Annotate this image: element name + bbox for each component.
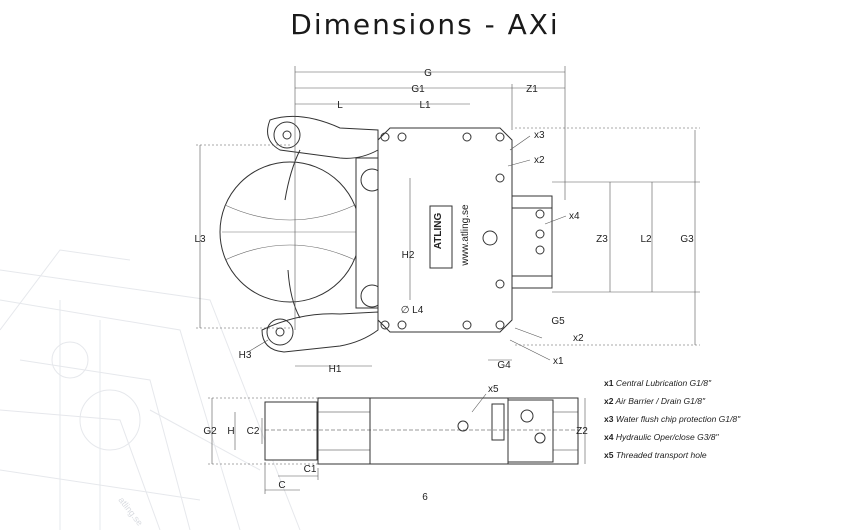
dim-c2: C2 — [247, 426, 260, 437]
dim-g: G — [424, 68, 432, 79]
legend-text: Threaded transport hole — [615, 450, 707, 460]
legend-code: x2 — [604, 396, 614, 406]
dim-c1: C1 — [304, 464, 317, 475]
callout-x5: x5 — [488, 384, 499, 395]
side-view-dimension-lines — [208, 393, 586, 494]
legend-text: Water flush chip protection G1/8" — [615, 414, 741, 424]
dim-h3: H3 — [239, 350, 252, 361]
legend-text: Hydraulic Oper/close G3/8" — [615, 432, 719, 442]
dim-z3: Z3 — [596, 234, 608, 245]
callout-x4: x4 — [569, 211, 580, 222]
legend-code: x3 — [604, 414, 614, 424]
top-view-callout-lines — [247, 135, 567, 361]
dim-l2: L2 — [640, 234, 652, 245]
dim-l1: L1 — [419, 100, 431, 111]
legend-code: x4 — [604, 432, 614, 442]
legend-item: x2 Air Barrier / Drain G1/8" — [604, 396, 740, 414]
dim-g3: G3 — [680, 234, 694, 245]
callout-x2-top: x2 — [534, 155, 545, 166]
background-watermark — [0, 249, 301, 530]
callout-x3: x3 — [534, 130, 545, 141]
dim-g1: G1 — [411, 84, 425, 95]
dim-g5: G5 — [551, 316, 565, 327]
dim-l: L — [337, 100, 343, 111]
page-number: 6 — [422, 492, 428, 503]
brand-logo-text: ATLING — [433, 213, 444, 250]
dim-c: C — [278, 480, 285, 491]
legend-code: x5 — [604, 450, 614, 460]
legend-text: Air Barrier / Drain G1/8" — [615, 396, 705, 406]
page-title: Dimensions - AXi — [290, 8, 560, 41]
dim-l3: L3 — [194, 234, 206, 245]
top-view-dimension-lines — [196, 66, 700, 367]
port-legend: x1 Central Lubrication G1/8" x2 Air Barr… — [604, 378, 740, 468]
legend-item: x3 Water flush chip protection G1/8" — [604, 414, 740, 432]
legend-text: Central Lubrication G1/8" — [615, 378, 711, 388]
legend-item: x1 Central Lubrication G1/8" — [604, 378, 740, 396]
dim-h1: H1 — [329, 364, 342, 375]
dim-g2: G2 — [203, 426, 217, 437]
dim-h-side: H — [227, 426, 234, 437]
legend-item: x5 Threaded transport hole — [604, 450, 740, 468]
dim-z1: Z1 — [526, 84, 538, 95]
callout-x2-bottom: x2 — [573, 333, 584, 344]
dim-z2: Z2 — [576, 426, 588, 437]
legend-item: x4 Hydraulic Oper/close G3/8" — [604, 432, 740, 450]
dim-h2: H2 — [402, 250, 415, 261]
website-text: www.atling.se — [460, 204, 471, 267]
side-view — [264, 397, 579, 465]
legend-code: x1 — [604, 378, 614, 388]
callout-x1: x1 — [553, 356, 564, 367]
dim-g4: G4 — [497, 360, 511, 371]
dim-l4: ∅ L4 — [401, 305, 424, 316]
top-view — [219, 115, 553, 353]
